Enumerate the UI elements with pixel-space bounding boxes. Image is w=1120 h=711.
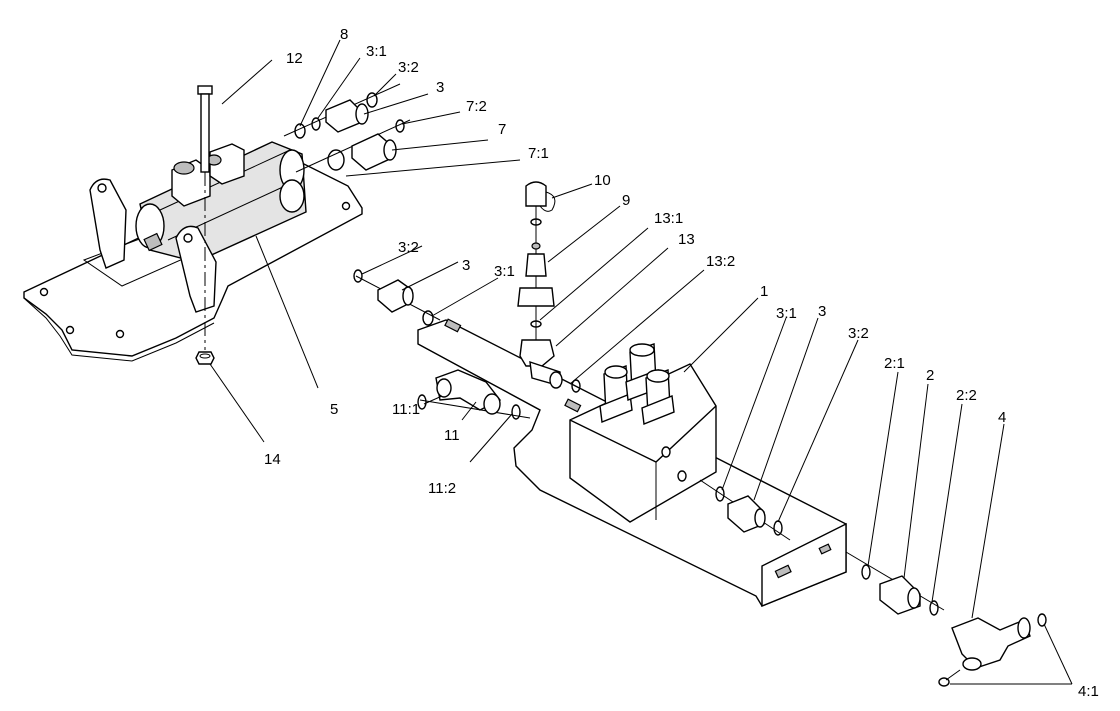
right-fitting-set <box>699 479 791 541</box>
callout-13: 13 <box>678 231 695 248</box>
callout-9: 9 <box>622 192 630 209</box>
callout-7-2: 7:2 <box>466 98 487 115</box>
elbow-fitting-11 <box>417 369 531 420</box>
callout-5: 5 <box>330 401 338 418</box>
callout-3-1-top: 3:1 <box>366 43 387 60</box>
callout-7: 7 <box>498 121 506 138</box>
callout-8: 8 <box>340 26 348 43</box>
callout-11-2: 11:2 <box>428 480 456 497</box>
callout-13-1: 13:1 <box>654 210 683 227</box>
callout-14: 14 <box>264 451 281 468</box>
bolt-12 <box>197 85 213 350</box>
valve-top-fittings <box>283 83 411 173</box>
callout-4-1: 4:1 <box>1078 683 1099 700</box>
callout-3-top: 3 <box>436 79 444 96</box>
callout-3-2-right: 3:2 <box>848 325 869 342</box>
callout-3-1-right: 3:1 <box>776 305 797 322</box>
callout-12: 12 <box>286 50 303 67</box>
callout-3-left: 3 <box>462 257 470 274</box>
callout-11-1: 11:1 <box>392 401 420 418</box>
callout-3-right: 3 <box>818 303 826 320</box>
callout-4: 4 <box>998 409 1006 426</box>
callout-1: 1 <box>760 283 768 300</box>
callout-11: 11 <box>444 427 460 444</box>
manifold-cartridges <box>599 343 675 425</box>
callout-2-2: 2:2 <box>956 387 977 404</box>
nut-14 <box>195 351 215 365</box>
callout-2-1: 2:1 <box>884 355 905 372</box>
fitting-2-and-elbow-4 <box>845 551 1047 687</box>
callout-13-2: 13:2 <box>706 253 735 270</box>
center-vertical-fitting-stack <box>517 181 581 393</box>
callout-3-1-left: 3:1 <box>494 263 515 280</box>
callout-3-2-top: 3:2 <box>398 59 419 76</box>
callout-3-2-left: 3:2 <box>398 239 419 256</box>
callout-10: 10 <box>594 172 611 189</box>
left-fitting-set <box>353 269 441 326</box>
valve-mounting-ears <box>89 178 217 313</box>
callout-labels: 12 8 3:1 3:2 3 7:2 7 7:1 10 9 13:1 13 13… <box>264 26 1099 700</box>
leader-lines <box>209 39 1073 685</box>
callout-7-1: 7:1 <box>528 145 549 162</box>
callout-2: 2 <box>926 367 934 384</box>
